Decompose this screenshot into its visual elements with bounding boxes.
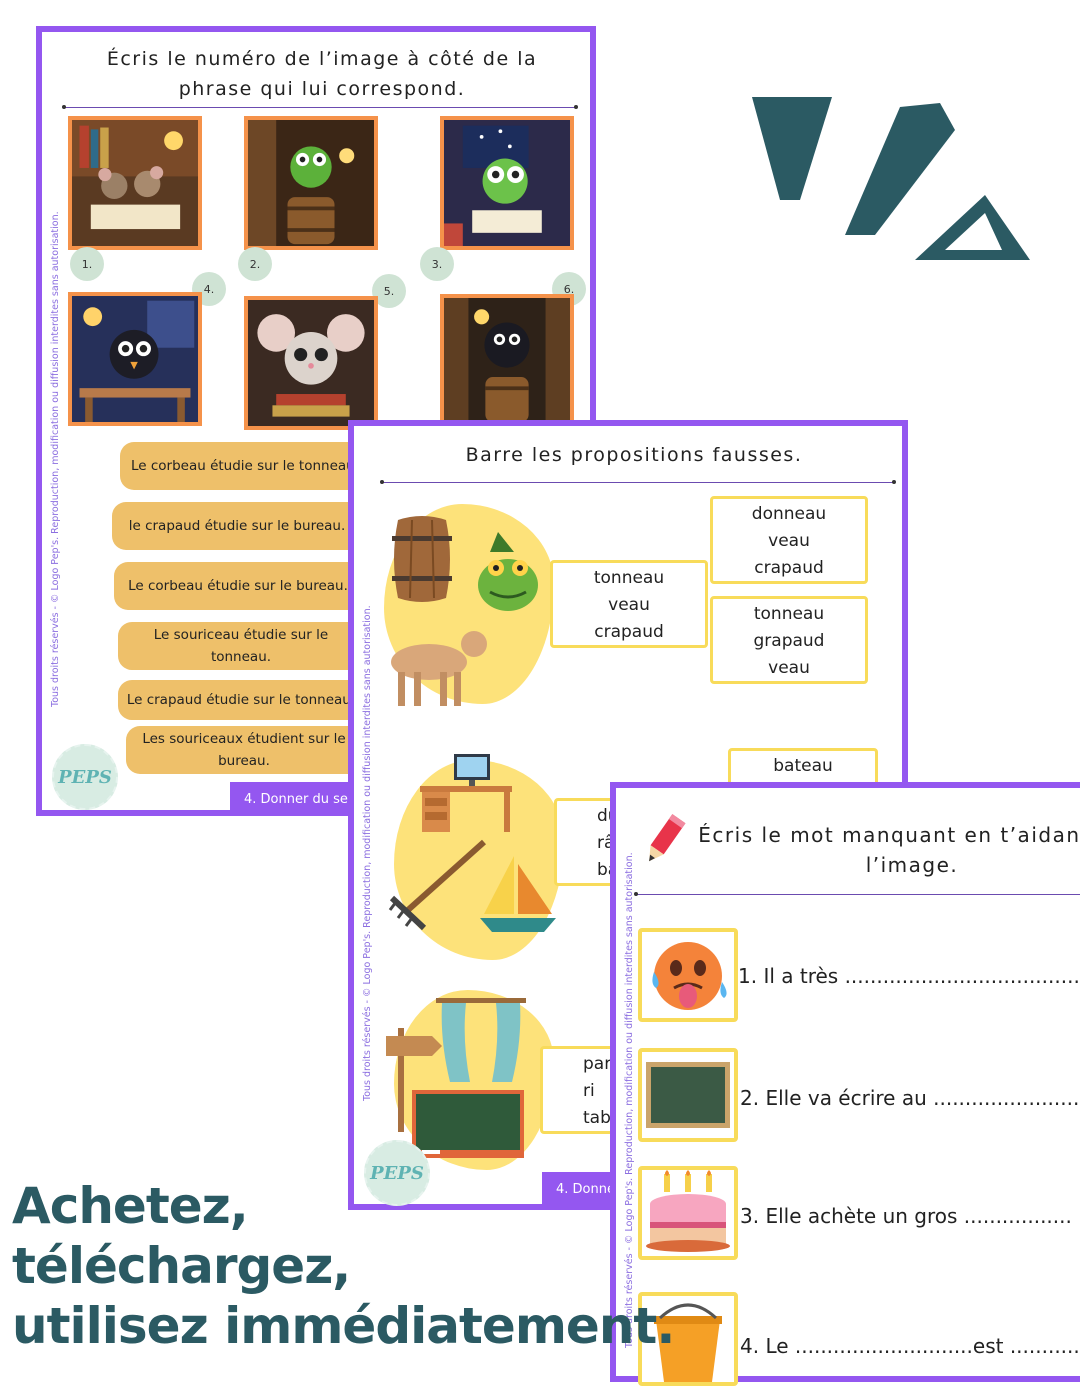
choice[interactable]: tonneau <box>753 604 825 624</box>
slogan-line-1: Achetez, <box>12 1177 249 1235</box>
sentence-pill-6: Les souriceaux étudient sur le bureau. <box>126 726 362 774</box>
decorative-strokes <box>752 97 1030 260</box>
sentence-3: 3. Elle achète un gros ................. <box>740 1204 1072 1228</box>
choice[interactable]: veau <box>768 531 810 551</box>
sheet1-side-text: Tous droits réservés - © Logo Pep's. Rep… <box>50 211 61 707</box>
choice[interactable]: bateau <box>773 756 833 776</box>
choice[interactable]: veau <box>608 595 650 615</box>
number-badge-2: 2. <box>238 247 272 281</box>
sheet3-side-text: Tous droits réservés - © Logo Pep's. Rep… <box>624 852 635 1348</box>
pencil-icon <box>649 814 686 862</box>
signpost-icon <box>386 1028 442 1132</box>
image-mice-desk <box>68 116 202 250</box>
slogan-line-2: téléchargez, <box>12 1237 351 1295</box>
sheet2-title: Barre les propositions fausses. <box>465 444 803 466</box>
picture-blackboard <box>638 1048 738 1142</box>
sentence-1: 1. Il a très ...........................… <box>738 964 1080 988</box>
toad-icon <box>478 532 538 611</box>
desk-computer-icon <box>420 754 512 832</box>
group1-choices-right-top: donneau veau crapaud <box>710 496 868 584</box>
calf-icon <box>391 631 487 706</box>
sheet1-title: Écris le numéro de l’image à côté de la … <box>106 48 538 100</box>
sheet1-divider <box>62 105 578 109</box>
group2-choices-right-top: bateau b <box>728 748 878 788</box>
sentence-2: 2. Elle va écrire au ...................… <box>740 1086 1080 1110</box>
choice[interactable]: tonneau <box>593 568 665 588</box>
choice[interactable]: crapaud <box>594 622 664 642</box>
peps-logo: PEPS <box>52 744 118 810</box>
choice[interactable]: crapaud <box>754 558 824 578</box>
image-frog-book <box>440 116 574 250</box>
number-badge-1: 1. <box>70 247 104 281</box>
barrel-icon <box>392 516 452 602</box>
sheet2-divider <box>380 480 896 484</box>
sentence-pill-2: le crapaud étudie sur le bureau. <box>112 502 362 550</box>
choice[interactable]: par <box>583 1054 612 1074</box>
picture-cake <box>638 1166 738 1260</box>
rake-icon <box>388 839 487 931</box>
image-crow-barrel <box>440 294 574 428</box>
choice[interactable]: tab <box>583 1108 611 1128</box>
peps-logo: PEPS <box>364 1140 430 1206</box>
sentence-pill-1: Le corbeau étudie sur le tonneau. <box>120 442 370 490</box>
image-mouse-books <box>244 296 378 430</box>
group1-choices-right-bottom: tonneau grapaud veau <box>710 596 868 684</box>
image-crow-desk <box>68 292 202 426</box>
sentence-pill-4: Le souriceau étudie sur le tonneau. <box>118 622 364 670</box>
sentence-pill-5: Le crapaud étudie sur le tonneau. <box>118 680 364 720</box>
blackboard-icon <box>412 1090 524 1158</box>
choice[interactable]: grapaud <box>753 631 825 651</box>
image-frog-barrel <box>244 116 378 250</box>
sheet3-title: Écris le mot manquant en t’aidant de l’i… <box>698 823 1080 877</box>
sailboat-icon <box>480 856 556 932</box>
slogan-line-3: utilisez immédiatement. <box>12 1297 675 1355</box>
sheet2-side-text: Tous droits réservés - © Logo Pep's. Rep… <box>362 605 373 1101</box>
choice[interactable]: ri <box>583 1081 595 1101</box>
choice[interactable]: donneau <box>751 504 827 524</box>
choice[interactable]: veau <box>768 658 810 678</box>
group1-choices-left: tonneau veau crapaud <box>550 560 708 648</box>
curtains-icon <box>436 998 526 1082</box>
number-badge-3: 3. <box>420 247 454 281</box>
picture-hot-face <box>638 928 738 1022</box>
sentence-pill-3: Le corbeau étudie sur le bureau. <box>114 562 362 610</box>
worksheet-fill-missing-word: Écris le mot manquant en t’aidant de l’i… <box>610 782 1080 1386</box>
sentence-4: 4. Le ............................est ..… <box>740 1334 1080 1358</box>
sheet3-divider <box>634 892 1080 896</box>
